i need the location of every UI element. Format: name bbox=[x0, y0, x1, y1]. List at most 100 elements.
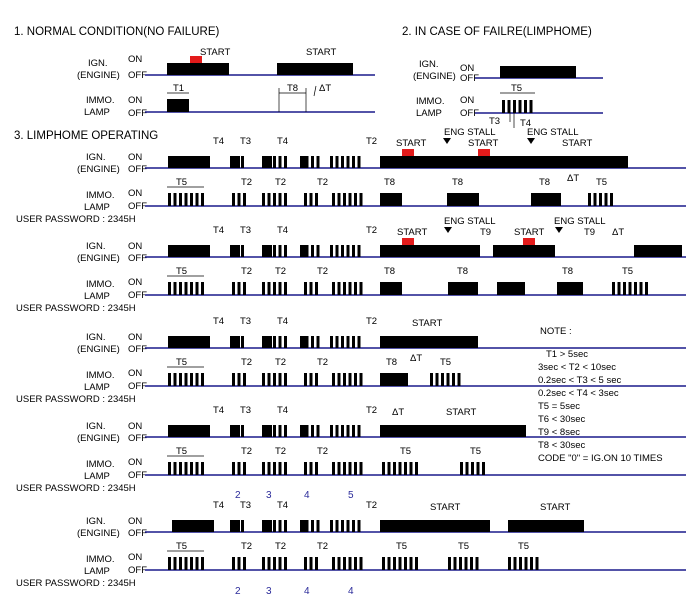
lamp-pulse bbox=[447, 193, 479, 206]
lamp-blink bbox=[446, 373, 450, 386]
lamp-blink bbox=[262, 520, 265, 532]
lamp-blink bbox=[230, 336, 233, 348]
ign-pulse bbox=[262, 156, 272, 168]
timer-t4: T4 bbox=[213, 136, 224, 147]
timer-t3: T3 bbox=[240, 500, 251, 511]
lamp-blink bbox=[398, 462, 402, 475]
lamp-blink bbox=[513, 557, 517, 570]
lamp-blink bbox=[315, 282, 318, 295]
lamp-blink bbox=[524, 557, 528, 570]
delta-t-label: ΔT bbox=[567, 173, 579, 184]
lamp-blink bbox=[330, 520, 333, 532]
engine-label: (ENGINE) bbox=[77, 164, 120, 175]
lamp-blink bbox=[201, 557, 204, 570]
lamp-blink bbox=[604, 193, 608, 206]
lamp-blink bbox=[476, 462, 480, 475]
ign-pulse bbox=[493, 245, 555, 257]
timer-t5: T5 bbox=[396, 541, 407, 552]
lamp-blink bbox=[300, 156, 303, 168]
timer-t4: T4 bbox=[213, 500, 224, 511]
section-limphome-title: 3. LIMPHOME OPERATING bbox=[14, 130, 158, 142]
failure-ign-row: IGN. (ENGINE) ON OFF bbox=[413, 59, 603, 84]
lamp-blink bbox=[241, 425, 244, 437]
lamp-blink bbox=[201, 193, 204, 206]
lamp-blink bbox=[404, 462, 407, 475]
lamp-blink bbox=[184, 373, 188, 386]
lamp-blink bbox=[441, 373, 444, 386]
start-label: START bbox=[514, 227, 544, 238]
lamp-blink bbox=[354, 373, 357, 386]
timer-t2: T2 bbox=[241, 446, 252, 457]
start-marker bbox=[523, 238, 535, 245]
lamp-blink bbox=[273, 520, 276, 532]
ign-pulse bbox=[262, 336, 272, 348]
lamp-blink bbox=[262, 557, 265, 570]
off-label: OFF bbox=[128, 565, 147, 576]
code-digit: 2 bbox=[235, 586, 241, 597]
lamp-blink bbox=[359, 282, 363, 295]
on-label: ON bbox=[128, 277, 142, 288]
lamp-blink bbox=[267, 245, 271, 257]
timer-t8: T8 bbox=[457, 266, 468, 277]
timer-t4: T4 bbox=[213, 316, 224, 327]
immo-label: IMMO. bbox=[86, 279, 115, 290]
lamp-blink bbox=[173, 282, 177, 295]
eng-stall-label: ENG STALL bbox=[444, 216, 496, 227]
lamp-blink bbox=[304, 557, 307, 570]
lamp-label: LAMP bbox=[416, 108, 442, 119]
lamp-blink bbox=[262, 336, 265, 348]
ign-pulse bbox=[277, 63, 353, 75]
lamp-blink bbox=[237, 282, 241, 295]
lamp-blink bbox=[284, 425, 287, 437]
normal-immo-row: IMMO. LAMP ON OFF T1 T8 ΔT bbox=[84, 83, 375, 119]
lamp-blink bbox=[304, 462, 307, 475]
on-label: ON bbox=[128, 457, 142, 468]
lamp-blink bbox=[335, 425, 339, 437]
lamp-blink bbox=[315, 193, 318, 206]
lamp-blink bbox=[354, 282, 357, 295]
lamp-blink bbox=[348, 557, 352, 570]
start-marker bbox=[478, 149, 490, 156]
lamp-pulse bbox=[380, 373, 408, 386]
lamp-blink bbox=[588, 193, 591, 206]
off-label: OFF bbox=[128, 108, 147, 119]
lamp-pulse bbox=[497, 282, 525, 295]
lamp-blink-group bbox=[502, 100, 533, 128]
lamp-blink bbox=[273, 373, 276, 386]
timer-t2: T2 bbox=[366, 316, 377, 327]
timer-t5: T5 bbox=[440, 357, 451, 368]
lamp-blink bbox=[201, 282, 204, 295]
lamp-blink bbox=[201, 373, 204, 386]
lamp-blink bbox=[241, 520, 244, 532]
start-label: START bbox=[468, 138, 498, 149]
lamp-blink bbox=[190, 462, 193, 475]
timer-t5: T5 bbox=[176, 266, 187, 277]
lamp-blink bbox=[341, 245, 344, 257]
lamp-blink bbox=[357, 336, 361, 348]
timer-t2: T2 bbox=[317, 357, 328, 368]
lamp-blink bbox=[184, 462, 188, 475]
ign-pulse bbox=[300, 520, 308, 532]
timer-t2: T2 bbox=[275, 177, 286, 188]
lamp-blink bbox=[357, 520, 361, 532]
lamp-blink bbox=[354, 462, 357, 475]
eng-stall-label: ENG STALL bbox=[554, 216, 606, 227]
ign-pulse bbox=[230, 425, 240, 437]
lamp-blink bbox=[262, 462, 265, 475]
lamp-blink bbox=[309, 282, 313, 295]
lamp-blink bbox=[273, 282, 276, 295]
lamp-blink bbox=[278, 156, 282, 168]
lamp-blink bbox=[535, 557, 539, 570]
ign-pulse bbox=[500, 66, 576, 78]
start-label: START bbox=[200, 47, 230, 58]
on-label: ON bbox=[128, 552, 142, 563]
immo-label: IMMO. bbox=[86, 554, 115, 565]
engine-label: (ENGINE) bbox=[77, 528, 120, 539]
lamp-blink bbox=[452, 373, 455, 386]
lamp-blink bbox=[346, 156, 350, 168]
lamp-blink bbox=[470, 557, 473, 570]
start-label: START bbox=[412, 318, 442, 329]
lamp-blink bbox=[309, 373, 313, 386]
on-label: ON bbox=[460, 95, 474, 106]
